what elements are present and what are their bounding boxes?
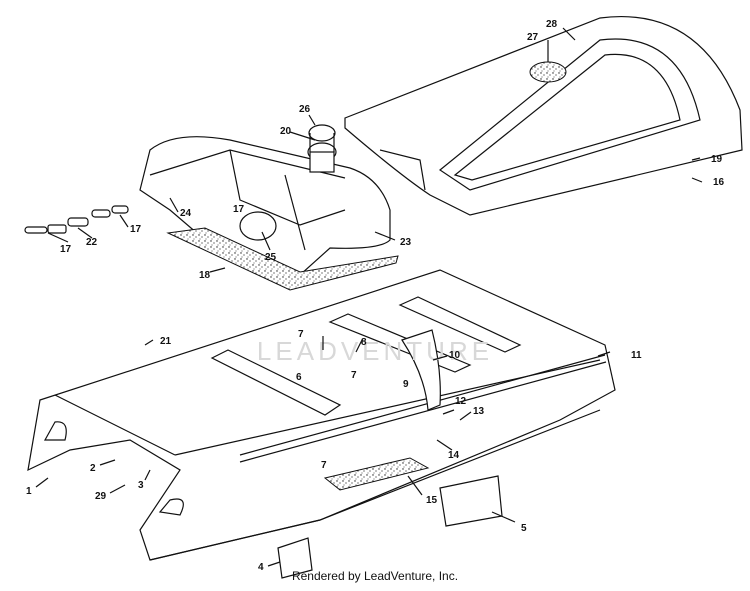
callout-28: 28 bbox=[546, 19, 558, 30]
callout-11: 11 bbox=[631, 350, 642, 361]
callout-4: 4 bbox=[258, 562, 264, 573]
callout-12: 12 bbox=[455, 396, 467, 407]
fuel-tank-part bbox=[139, 124, 391, 276]
watermark: LEADVENTURE bbox=[257, 336, 493, 366]
callout-2: 2 bbox=[90, 463, 96, 474]
callout-27: 27 bbox=[527, 32, 539, 43]
callout-6: 6 bbox=[296, 372, 302, 383]
foam-pad-part bbox=[166, 227, 399, 291]
callout-10: 10 bbox=[449, 350, 461, 361]
callout-18: 18 bbox=[199, 270, 211, 281]
callout-labels: 1 2 3 4 5 6 7 7 7 8 9 10 11 12 13 14 15 … bbox=[26, 19, 725, 573]
callout-17a: 17 bbox=[233, 204, 245, 215]
callout-7b: 7 bbox=[351, 370, 357, 381]
callout-29: 29 bbox=[95, 491, 107, 502]
callout-23: 23 bbox=[400, 237, 412, 248]
seat-part bbox=[344, 16, 743, 216]
callout-7c: 7 bbox=[321, 460, 327, 471]
callout-8: 8 bbox=[361, 337, 367, 348]
skid-plate-part bbox=[323, 457, 430, 491]
callout-22: 22 bbox=[86, 237, 98, 248]
callout-3: 3 bbox=[138, 480, 144, 491]
belly-pan-part bbox=[27, 269, 616, 561]
callout-9: 9 bbox=[403, 379, 409, 390]
callout-25: 25 bbox=[265, 252, 277, 263]
strap-part bbox=[401, 329, 441, 411]
footer-credit: Rendered by LeadVenture, Inc. bbox=[291, 569, 459, 583]
callout-16: 16 bbox=[713, 177, 725, 188]
bracket-part bbox=[277, 475, 503, 579]
fuel-line-part bbox=[24, 205, 129, 234]
callout-13: 13 bbox=[473, 406, 485, 417]
callout-19: 19 bbox=[711, 154, 723, 165]
callout-17c: 17 bbox=[130, 224, 142, 235]
callout-17b: 17 bbox=[60, 244, 72, 255]
callout-14: 14 bbox=[448, 450, 460, 461]
callout-26: 26 bbox=[299, 104, 311, 115]
callout-5: 5 bbox=[521, 523, 527, 534]
callout-1: 1 bbox=[26, 486, 32, 497]
callout-21: 21 bbox=[160, 336, 172, 347]
callout-24: 24 bbox=[180, 208, 192, 219]
callout-7a: 7 bbox=[298, 329, 304, 340]
leader-lines bbox=[35, 27, 703, 567]
callout-15: 15 bbox=[426, 495, 438, 506]
callout-20: 20 bbox=[280, 126, 292, 137]
